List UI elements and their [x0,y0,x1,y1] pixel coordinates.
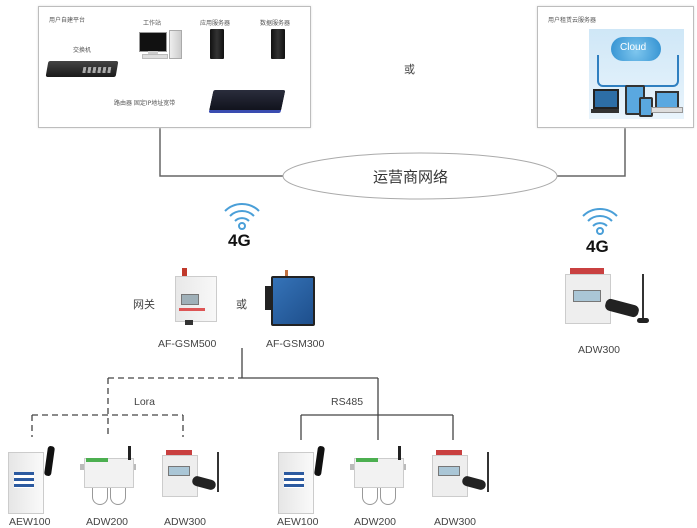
signal-4g-label-left: 4G [228,231,251,250]
db-server-label: 数据服务器 [260,20,291,27]
rs485-protocol-label: RS485 [331,396,364,408]
workstation-icon [139,30,183,60]
db-server-icon [271,29,285,59]
lora-protocol-label: Lora [134,396,156,408]
gateway-af-gsm300-image [265,270,317,326]
cloud-server-box: 用户租赁云服务器 Cloud [537,6,694,128]
app-server-label: 应用服务器 [200,20,231,27]
platform-title: 用户自建平台 [49,17,86,24]
carrier-network-ellipse [282,152,558,200]
link-platform-to-carrier [159,127,285,177]
rs485-device-label: AEW100 [277,516,319,528]
switch-icon [45,61,119,77]
cloud-illustration: Cloud [589,29,684,119]
desktop-icon [593,89,619,109]
wifi-signal-icon [224,202,260,230]
workstation-label: 工作站 [143,20,162,27]
carrier-network-label: 运营商网络 [373,168,449,186]
switch-label: 交换机 [73,47,92,54]
rs485-device-label: ADW200 [354,516,397,528]
lora-adw200-image [80,446,136,508]
router-label: 路由器 固定IP地址宽带 [114,100,176,107]
adw300-4g-label: ADW300 [578,344,621,356]
gateway-af-gsm500-image [175,268,217,326]
lora-adw300-image [162,450,226,500]
cloud-platform-title: 用户租赁云服务器 [548,17,597,24]
gateway-label: 网关 [133,299,155,311]
gateway-2-label: AF-GSM300 [266,338,325,350]
router-icon [208,90,286,113]
gateway-1-label: AF-GSM500 [158,338,217,350]
rs485-device-label: ADW300 [434,516,477,528]
cloud-icon: Cloud [611,37,661,61]
wifi-signal-icon [582,207,618,235]
or-separator-top: 或 [404,63,415,76]
lora-device-label: ADW200 [86,516,129,528]
lora-aew100-image [8,445,56,514]
lora-device-label: AEW100 [9,516,51,528]
link-cloud-to-carrier [555,127,626,177]
cloud-label: Cloud [620,42,647,53]
adw300-4g-device-image [565,268,655,334]
app-server-icon [210,29,224,59]
lora-links [31,377,242,437]
or-label-gateway: 或 [236,299,247,311]
rs485-adw200-image [350,446,406,508]
rs485-adw300-image [432,450,496,500]
lora-device-label: ADW300 [164,516,207,528]
signal-4g-label-right: 4G [586,237,609,256]
rs485-aew100-image [278,445,326,514]
self-built-platform-box: 用户自建平台 工作站 应用服务器 数据服务器 交换机 路由器 固定IP地址宽带 [38,6,311,128]
rs485-links [242,377,454,440]
